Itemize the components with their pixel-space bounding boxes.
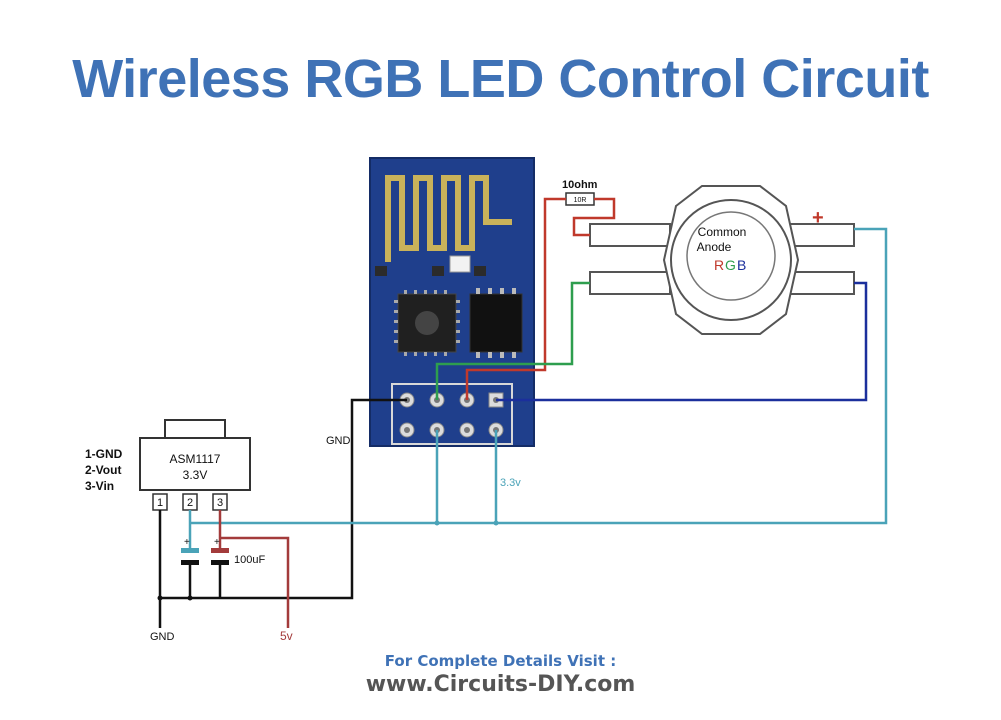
pin-number-3: 3 [217,497,223,509]
plus-sign: + [812,207,824,229]
esp01-module [369,157,535,447]
led-lens [686,211,776,301]
gnd-label-top: GND [326,435,351,447]
capacitor-label: 100uF [234,554,265,566]
wire-5v [220,536,290,628]
capacitor-1 [181,548,199,570]
capacitor-2 [211,548,229,570]
resistor-code-label: 10R [574,197,587,204]
led-lead [589,223,671,247]
footer-visit-text: For Complete Details Visit : [384,652,617,670]
esp-logo-icon [415,311,439,335]
pin-number-2: 2 [187,497,193,509]
regulator-name: ASM1117 [170,452,221,466]
cap2-plus: + [214,537,220,548]
board-smd [432,266,444,276]
pin-legend-1: 1-GND [85,447,123,461]
led-label-b: B [737,257,746,273]
footer-url-link[interactable]: www.Circuits-DIY.com [365,672,636,697]
pin-header [391,383,513,445]
led-lead [589,271,671,295]
flash-chip [469,293,523,353]
wire-3v3-main [190,227,888,525]
gnd-label-bottom: GND [150,631,175,643]
board-smd [474,266,486,276]
board-crystal [449,255,471,273]
regulator-tab [164,419,226,439]
board-smd [375,266,387,276]
page-title: Wireless RGB LED Control Circuit [72,49,929,109]
five-volt-label: 5v [280,629,293,643]
wire-red-led [572,197,616,237]
led-label-anode: Anode [697,240,732,254]
regulator-body [139,437,251,491]
pin-legend-2: 2-Vout [85,463,121,477]
wire-green [435,281,590,400]
wire-red [465,197,566,400]
led-label-common: Common [698,225,747,239]
led-label-r: R [714,257,724,273]
wire-gnd [158,398,407,628]
resistor-value-label: 10ohm [562,179,598,191]
pin-number-1: 1 [157,497,163,509]
led-label-g: G [725,257,736,273]
cap1-plus: + [184,537,190,548]
rgb-led [589,185,855,335]
pin-legend-3: 3-Vin [85,479,114,493]
wire-blue [496,281,868,402]
pcb-antenna [385,175,512,262]
regulator-voltage: 3.3V [183,468,208,482]
three-volt-label: 3.3v [500,477,521,489]
ams1117-regulator [139,419,251,511]
